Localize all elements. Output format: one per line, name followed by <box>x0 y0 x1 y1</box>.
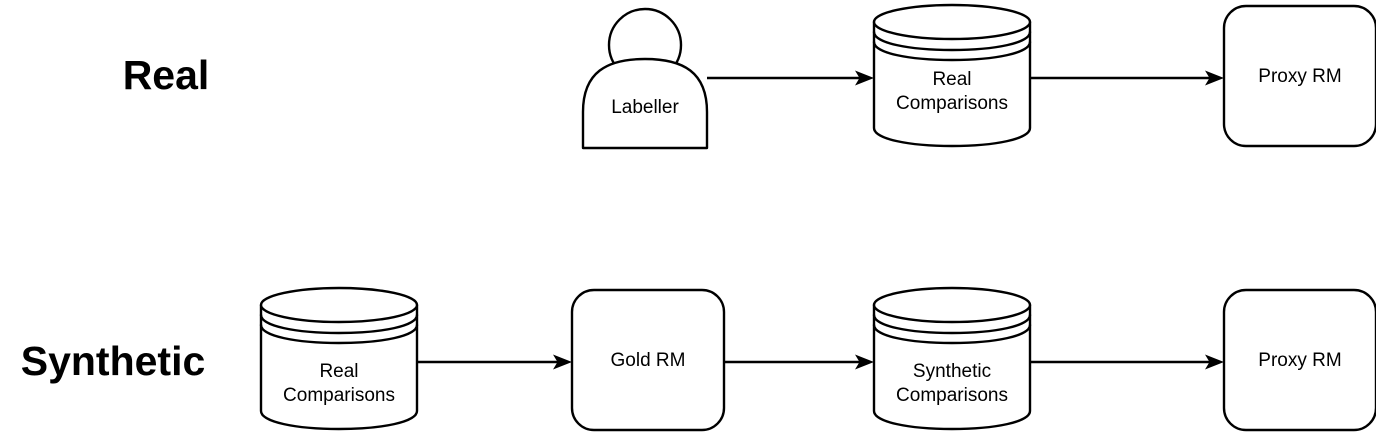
proxy-rm-bottom-box <box>1222 288 1376 432</box>
row-label-synthetic: Synthetic <box>21 338 206 384</box>
node-real-comparisons-top[interactable]: Real Comparisons <box>872 3 1032 148</box>
node-gold-rm[interactable]: Gold RM <box>570 288 726 432</box>
real-comparisons-bottom-label-line2: Comparisons <box>283 385 395 406</box>
gold-rm-label: Gold RM <box>611 350 686 371</box>
node-real-comparisons-bottom[interactable]: Real Comparisons <box>259 286 419 431</box>
arrow-head-icon <box>1205 70 1224 86</box>
row-label-real: Real <box>123 52 210 98</box>
proxy-rm-top-label: Proxy RM <box>1258 66 1341 87</box>
edge-real-comparisons-to-proxy-rm <box>1030 70 1224 86</box>
cylinder-body-shape <box>872 303 1032 431</box>
real-comparisons-bottom-label-line1: Real <box>319 361 358 382</box>
arrow-head-icon <box>1205 354 1224 370</box>
cylinder-body-shape <box>872 20 1032 148</box>
cylinder-rim-arc-1 <box>872 313 1032 335</box>
proxy-rm-top-box <box>1222 4 1376 148</box>
node-synthetic-comparisons[interactable]: Synthetic Comparisons <box>872 286 1032 431</box>
cylinder-body-shape <box>259 303 419 431</box>
cylinder-rim-arc-2 <box>259 323 419 345</box>
arrow-head-icon <box>553 354 572 370</box>
synthetic-comparisons-label-line2: Comparisons <box>896 385 1008 406</box>
edge-synthetic-comparisons-to-proxy-rm <box>1030 354 1224 370</box>
node-proxy-rm-top[interactable]: Proxy RM <box>1222 4 1376 148</box>
cylinder-rim-arc-2 <box>872 323 1032 345</box>
real-comparisons-top-label-line2: Comparisons <box>896 93 1008 114</box>
real-comparisons-top-label-line1: Real <box>932 69 971 90</box>
gold-rm-box <box>570 288 726 432</box>
cylinder-rim-arc-1 <box>259 313 419 335</box>
labeller-label: Labeller <box>611 97 679 118</box>
node-proxy-rm-bottom[interactable]: Proxy RM <box>1222 288 1376 432</box>
arrow-head-icon <box>855 354 874 370</box>
node-labeller[interactable]: Labeller <box>581 7 709 150</box>
synthetic-comparisons-label-line1: Synthetic <box>913 361 991 382</box>
edge-labeller-to-real-comparisons <box>707 70 874 86</box>
edge-gold-rm-to-synthetic-comparisons <box>724 354 874 370</box>
proxy-rm-bottom-label: Proxy RM <box>1258 350 1341 371</box>
edge-real-comparisons-to-gold-rm <box>417 354 572 370</box>
cylinder-top-ellipse <box>872 286 1032 324</box>
labeller-body-shape <box>581 57 709 150</box>
cylinder-top-ellipse <box>872 3 1032 41</box>
cylinder-rim-arc-2 <box>872 40 1032 62</box>
arrow-head-icon <box>855 70 874 86</box>
cylinder-top-ellipse <box>259 286 419 324</box>
cylinder-rim-arc-1 <box>872 30 1032 52</box>
